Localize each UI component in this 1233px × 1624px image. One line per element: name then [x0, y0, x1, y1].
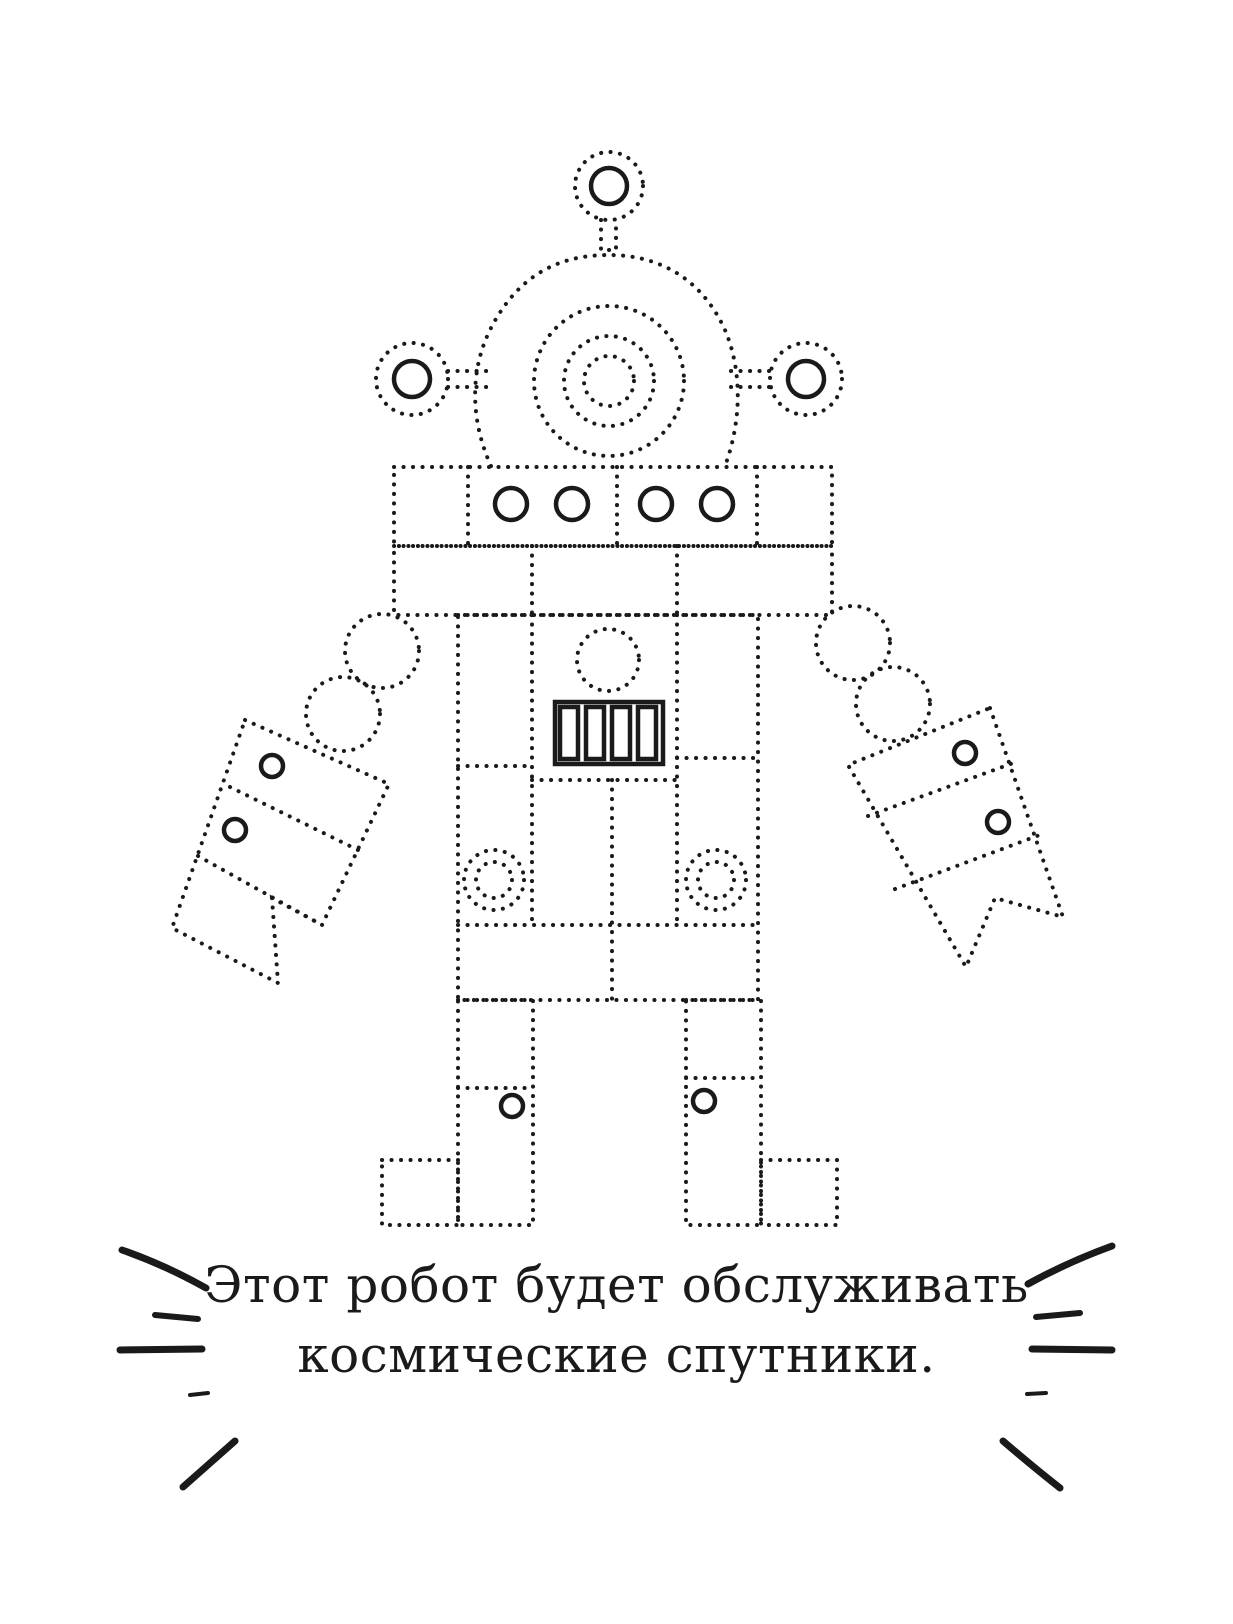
torso: [456, 613, 760, 1002]
caption-line-2: космические спутники.: [297, 1326, 936, 1384]
collar: [392, 465, 834, 548]
burst-lines-icon: [999, 1242, 1116, 1492]
robot-head: [374, 252, 844, 468]
left-arm: [169, 612, 421, 987]
caption: Этот робот будет обслуживать космические…: [0, 1250, 1233, 1390]
right-arm: [814, 604, 1067, 972]
burst-lines-icon: [116, 1246, 239, 1491]
legs: [380, 998, 839, 1227]
antenna: [573, 150, 645, 252]
shoulders: [392, 544, 834, 617]
caption-line-1: Этот робот будет обслуживать: [204, 1256, 1029, 1314]
